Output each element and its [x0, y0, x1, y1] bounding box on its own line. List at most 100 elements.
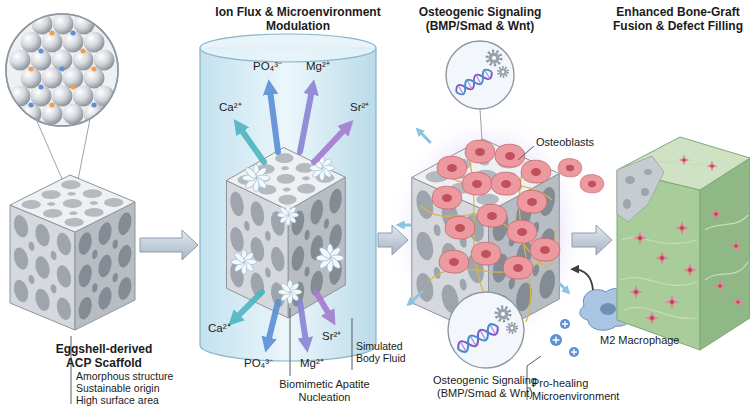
scaffold-illustration-part-part	[42, 68, 63, 89]
flow-arrow	[140, 230, 198, 260]
bone-block-illustration-part	[706, 160, 717, 171]
scaffold-illustration-part-part	[92, 67, 97, 72]
bone-block-illustration-part	[617, 156, 664, 222]
osteogenic-illustration-part	[439, 250, 469, 273]
ion-label: Sr²⁺	[322, 330, 352, 343]
scaffold-illustration-part	[6, 14, 118, 126]
scaffold-illustration-part-part	[42, 32, 63, 53]
callout-label: Biomimetic Apatite Nucleation	[262, 378, 387, 403]
scaffold-illustration-part-part	[50, 31, 55, 36]
osteogenic-illustration-part	[455, 322, 500, 355]
osteogenic-illustration-part	[448, 292, 524, 368]
scaffold-illustration-part-part	[73, 86, 94, 107]
scaffold-illustration-part	[10, 14, 115, 125]
signal-arrow	[572, 269, 593, 290]
osteogenic-illustration-part-part	[558, 282, 566, 290]
scaffold-illustration-part-part	[29, 103, 34, 108]
sbf-cylinder-illustration-part	[290, 308, 291, 376]
scaffold-illustration-part-part	[21, 68, 42, 89]
osteogenic-illustration-part	[507, 323, 517, 333]
node-title: Eggshell-derived ACP Scaffold	[45, 343, 163, 371]
bone-block-illustration-part	[732, 296, 743, 307]
ion-label: Ca²⁺	[219, 101, 249, 114]
pro-healing-signal-part	[553, 321, 578, 355]
osteogenic-illustration-part	[402, 132, 566, 302]
bone-graft-node: Enhanced Bone-Graft Fusion & Defect Fill…	[612, 4, 750, 354]
bone-block-illustration-part-part	[623, 199, 631, 209]
scaffold-illustration-part-part	[52, 86, 73, 107]
ion-label: Sr²⁺	[350, 101, 380, 114]
bone-block-illustration-part	[678, 154, 689, 165]
osteogenic-illustration-part-part	[420, 132, 430, 142]
osteogenic-illustration-part	[495, 144, 525, 167]
flow-arrow	[378, 225, 408, 255]
callout-label: Osteoblasts	[536, 136, 606, 149]
sbf-cylinder-illustration-part-part	[278, 205, 299, 226]
sbf-cylinder-illustration-part	[200, 34, 376, 62]
sbf-cylinder-illustration-part-part	[242, 164, 270, 192]
osteogenic-illustration-part	[471, 242, 501, 265]
bone-block-illustration-part-part	[705, 262, 748, 280]
scaffold-illustration-part-part	[92, 103, 97, 108]
sbf-cylinder-illustration-part-part	[236, 292, 262, 318]
bone-block-illustration-part	[645, 311, 659, 325]
scaffold-illustration-part-part	[31, 50, 52, 71]
osteogenic-illustration-part	[437, 156, 467, 179]
bone-block-illustration-part	[683, 263, 697, 277]
scaffold-illustration-part-part	[63, 32, 84, 53]
osteogenic-illustration-part	[454, 67, 494, 96]
flow-arrow	[572, 225, 612, 255]
osteogenic-illustration-part	[491, 172, 521, 195]
ion-label: Mg²⁺	[306, 60, 336, 73]
bone-block-illustration-part-part	[641, 188, 649, 196]
osteogenic-illustration-part	[518, 146, 534, 160]
osteogenic-illustration-part	[530, 238, 560, 261]
bone-block-illustration-part	[655, 251, 669, 265]
bone-block-illustration-part	[633, 231, 647, 245]
scaffold-illustration-part-part	[29, 67, 34, 72]
bone-block-illustration	[617, 137, 750, 350]
bone-block-illustration-part	[710, 208, 723, 221]
bone-block-illustration-part	[700, 158, 750, 350]
callout-label: Pro-healing Microenvironment	[532, 377, 627, 402]
ion-label: Ca²⁺	[208, 322, 238, 335]
pro-healing-signal	[550, 319, 579, 357]
scaffold-illustration-part	[10, 175, 135, 330]
scaffold-illustration-part-part	[60, 67, 65, 72]
osteogenic-node: Osteogenic Signaling (BMP/Smad & Wnt)	[408, 4, 572, 344]
scaffold-illustration-part-part	[53, 14, 74, 35]
scaffold-illustration-part-part	[39, 85, 44, 90]
bone-block-illustration-part	[623, 169, 652, 209]
scaffold-illustration-part-part	[10, 50, 31, 71]
osteogenic-illustration-part	[507, 220, 537, 243]
osteogenic-illustration-part-part	[411, 292, 422, 302]
osteogenic-illustration-part	[517, 190, 547, 213]
osteogenic-illustration-part	[487, 51, 501, 65]
osteogenic-illustration-part	[503, 256, 533, 279]
osteogenic-illustration-part	[480, 109, 482, 140]
osteogenic-illustration-part	[465, 140, 495, 163]
scaffold-illustration-part-part	[94, 50, 115, 71]
scaffold-illustration-part-part	[71, 31, 76, 36]
sbf-cylinder-illustration-part-part	[316, 244, 344, 272]
scaffold-illustration-part-part	[32, 14, 53, 35]
property-note: High surface area	[76, 394, 186, 406]
callout-label: Simulated Body Fluid	[356, 340, 412, 364]
sbf-cylinder-illustration-part-part	[270, 90, 278, 152]
sbf-cylinder-illustration-part-part	[316, 292, 330, 316]
osteogenic-illustration-part	[445, 216, 475, 239]
stage-heading: Enhanced Bone-Graft Fusion & Defect Fill…	[606, 6, 750, 34]
sbf-cylinder-illustration-part-part	[240, 128, 264, 162]
bone-block-illustration-part	[665, 295, 679, 309]
bone-block-illustration-part-part	[644, 169, 652, 175]
scaffold-illustration-part-part	[81, 49, 86, 54]
scaffold-illustration-part-part	[42, 104, 63, 125]
bone-block-illustration-part	[629, 285, 643, 299]
bone-block-illustration-part	[714, 280, 727, 293]
sbf-cylinder-illustration-part-part	[314, 128, 346, 162]
sbf-cylinder-illustration-part-part	[300, 90, 312, 152]
osteogenic-illustration-part	[462, 172, 492, 195]
m2-macrophage-part	[600, 303, 616, 315]
macrophage-node: M2 Macrophage	[578, 290, 636, 330]
